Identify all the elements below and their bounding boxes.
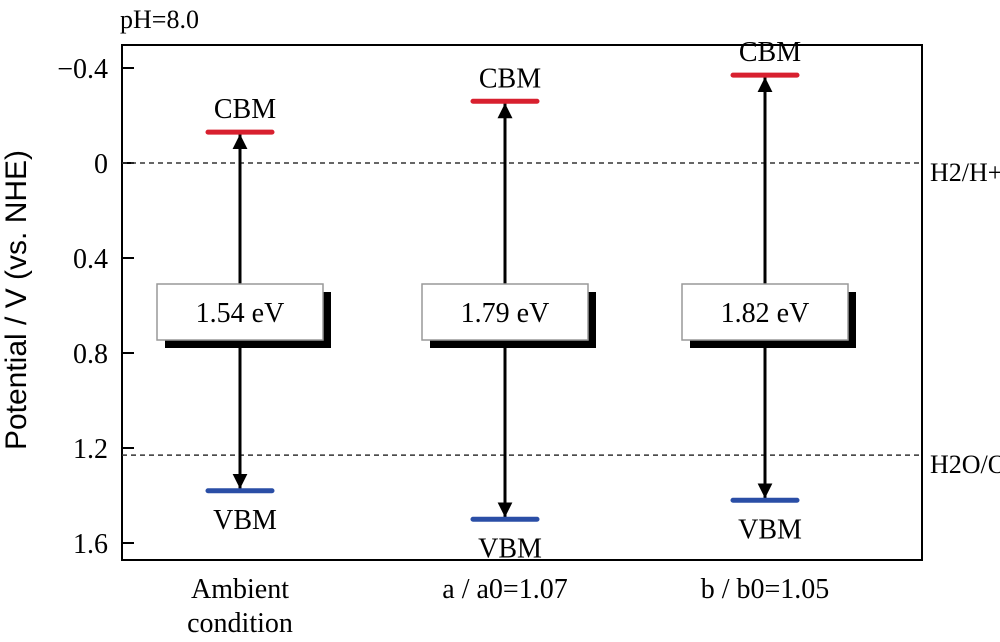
cbm-label: CBM bbox=[214, 94, 276, 125]
x-tick-label-line2: condition bbox=[187, 608, 293, 639]
reference-line-label: H2/H+ bbox=[930, 158, 1000, 187]
gap-value-label: 1.79 eV bbox=[461, 298, 550, 329]
vbm-label: VBM bbox=[213, 505, 277, 536]
gap-value-label: 1.54 eV bbox=[196, 298, 285, 329]
x-tick-label: b / b0=1.05 bbox=[701, 574, 830, 605]
vbm-label: VBM bbox=[738, 514, 802, 545]
cbm-label: CBM bbox=[479, 63, 541, 94]
y-axis-label: Potential / V (vs. NHE) bbox=[0, 150, 33, 450]
y-tick-label: 1.6 bbox=[73, 529, 108, 560]
vbm-label: VBM bbox=[478, 533, 542, 564]
chart-title: pH=8.0 bbox=[120, 5, 199, 34]
reference-line-label: H2O/O bbox=[930, 450, 1000, 479]
x-tick-label: a / a0=1.07 bbox=[442, 574, 567, 605]
y-tick-label: 1.2 bbox=[73, 434, 108, 465]
gap-box bbox=[421, 283, 589, 341]
gap-box bbox=[156, 283, 324, 341]
cbm-label: CBM bbox=[739, 37, 801, 68]
y-tick-label: 0 bbox=[94, 149, 108, 180]
y-tick-label: 0.4 bbox=[73, 244, 108, 275]
plot-frame bbox=[121, 44, 923, 561]
y-tick-label: −0.4 bbox=[57, 54, 108, 85]
x-tick-label: Ambient bbox=[191, 574, 289, 605]
y-tick-label: 0.8 bbox=[73, 339, 108, 370]
gap-value-label: 1.82 eV bbox=[721, 298, 810, 329]
gap-box bbox=[681, 283, 849, 341]
